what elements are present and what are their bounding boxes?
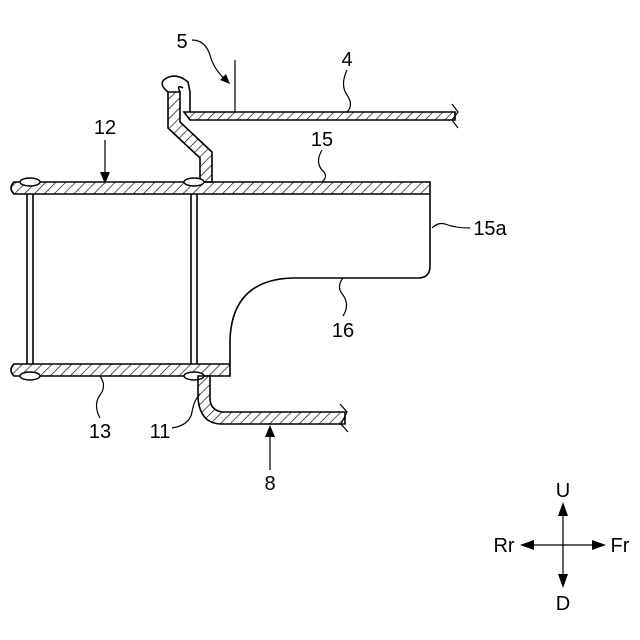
- label-8: 8: [264, 473, 275, 495]
- label-15a: 15a: [473, 218, 507, 240]
- arrow-left-icon: [520, 540, 534, 550]
- label-16: 16: [332, 320, 354, 342]
- reference-labels: 5 4 12 15 15a 16 13 11 8: [89, 31, 508, 495]
- label-12: 12: [94, 117, 116, 139]
- direction-down-label: D: [556, 593, 570, 615]
- direction-rear-label: Rr: [493, 535, 514, 557]
- arrow-right-icon: [592, 540, 606, 550]
- label-5: 5: [176, 31, 187, 53]
- arrow-down-icon: [558, 574, 568, 588]
- direction-up-label: U: [556, 480, 570, 502]
- leader-lines: [97, 40, 471, 470]
- label-15: 15: [311, 129, 333, 151]
- label-4: 4: [341, 49, 352, 71]
- tube: [11, 178, 430, 380]
- label-13: 13: [89, 421, 111, 443]
- direction-front-label: Fr: [611, 535, 630, 557]
- lower-panel: [198, 376, 348, 432]
- label-11: 11: [150, 421, 171, 443]
- direction-indicator: U D Rr Fr: [493, 480, 629, 615]
- arrow-up-icon: [558, 502, 568, 516]
